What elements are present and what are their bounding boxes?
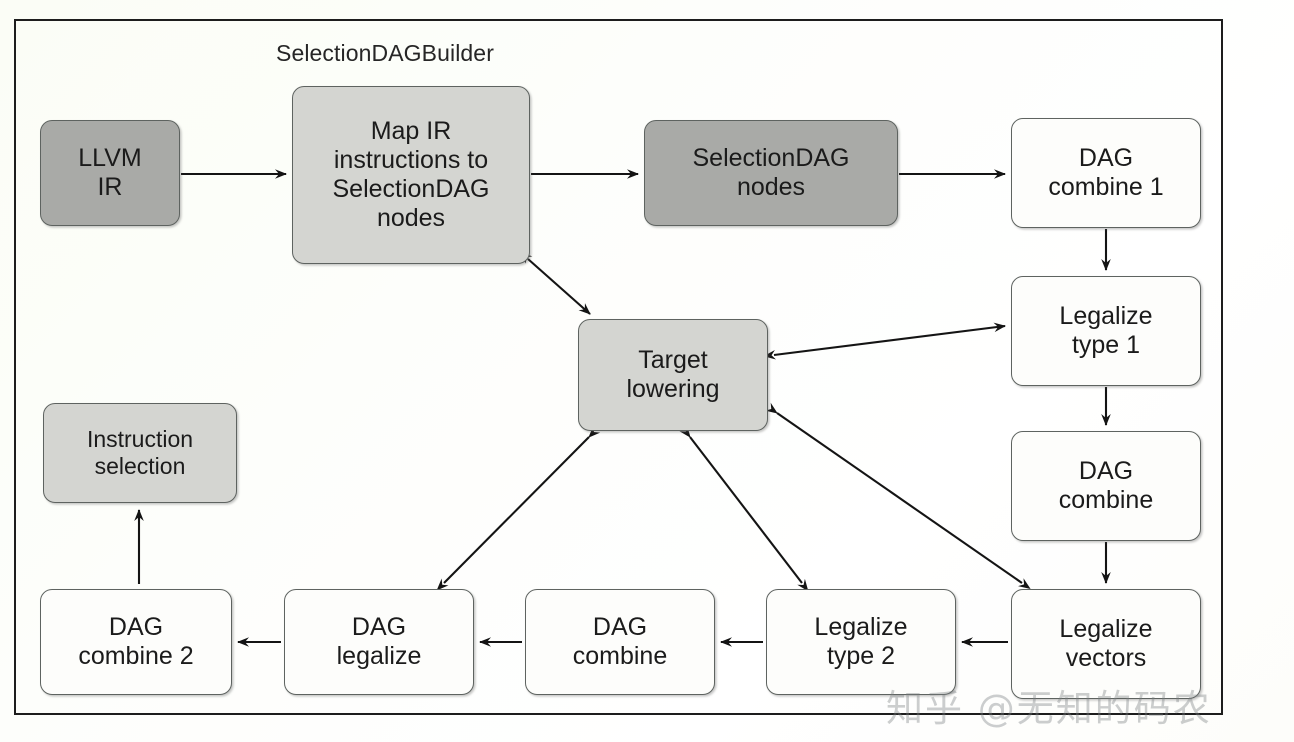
- group-title-selectiondagbuilder: SelectionDAGBuilder: [276, 40, 494, 66]
- node-target-lowering[interactable]: Target lowering: [578, 319, 768, 431]
- node-legalize-type-1[interactable]: Legalize type 1: [1011, 276, 1201, 386]
- node-dag-combine-2[interactable]: DAG combine 2: [40, 589, 232, 695]
- node-instruction-selection[interactable]: Instruction selection: [43, 403, 237, 503]
- node-legalize-type-2[interactable]: Legalize type 2: [766, 589, 956, 695]
- node-selectiondag-nodes[interactable]: SelectionDAG nodes: [644, 120, 898, 226]
- node-dag-combine-1[interactable]: DAG combine 1: [1011, 118, 1201, 228]
- node-llvm-ir[interactable]: LLVM IR: [40, 120, 180, 226]
- diagram-outer-frame: [14, 19, 1223, 715]
- node-dag-legalize[interactable]: DAG legalize: [284, 589, 474, 695]
- node-legalize-vectors[interactable]: Legalize vectors: [1011, 589, 1201, 699]
- node-dag-combine-bottom[interactable]: DAG combine: [525, 589, 715, 695]
- node-map-ir-instructions[interactable]: Map IR instructions to SelectionDAG node…: [292, 86, 530, 264]
- watermark-zhihu: 知乎 @无知的码农: [886, 687, 1212, 730]
- node-dag-combine-right[interactable]: DAG combine: [1011, 431, 1201, 541]
